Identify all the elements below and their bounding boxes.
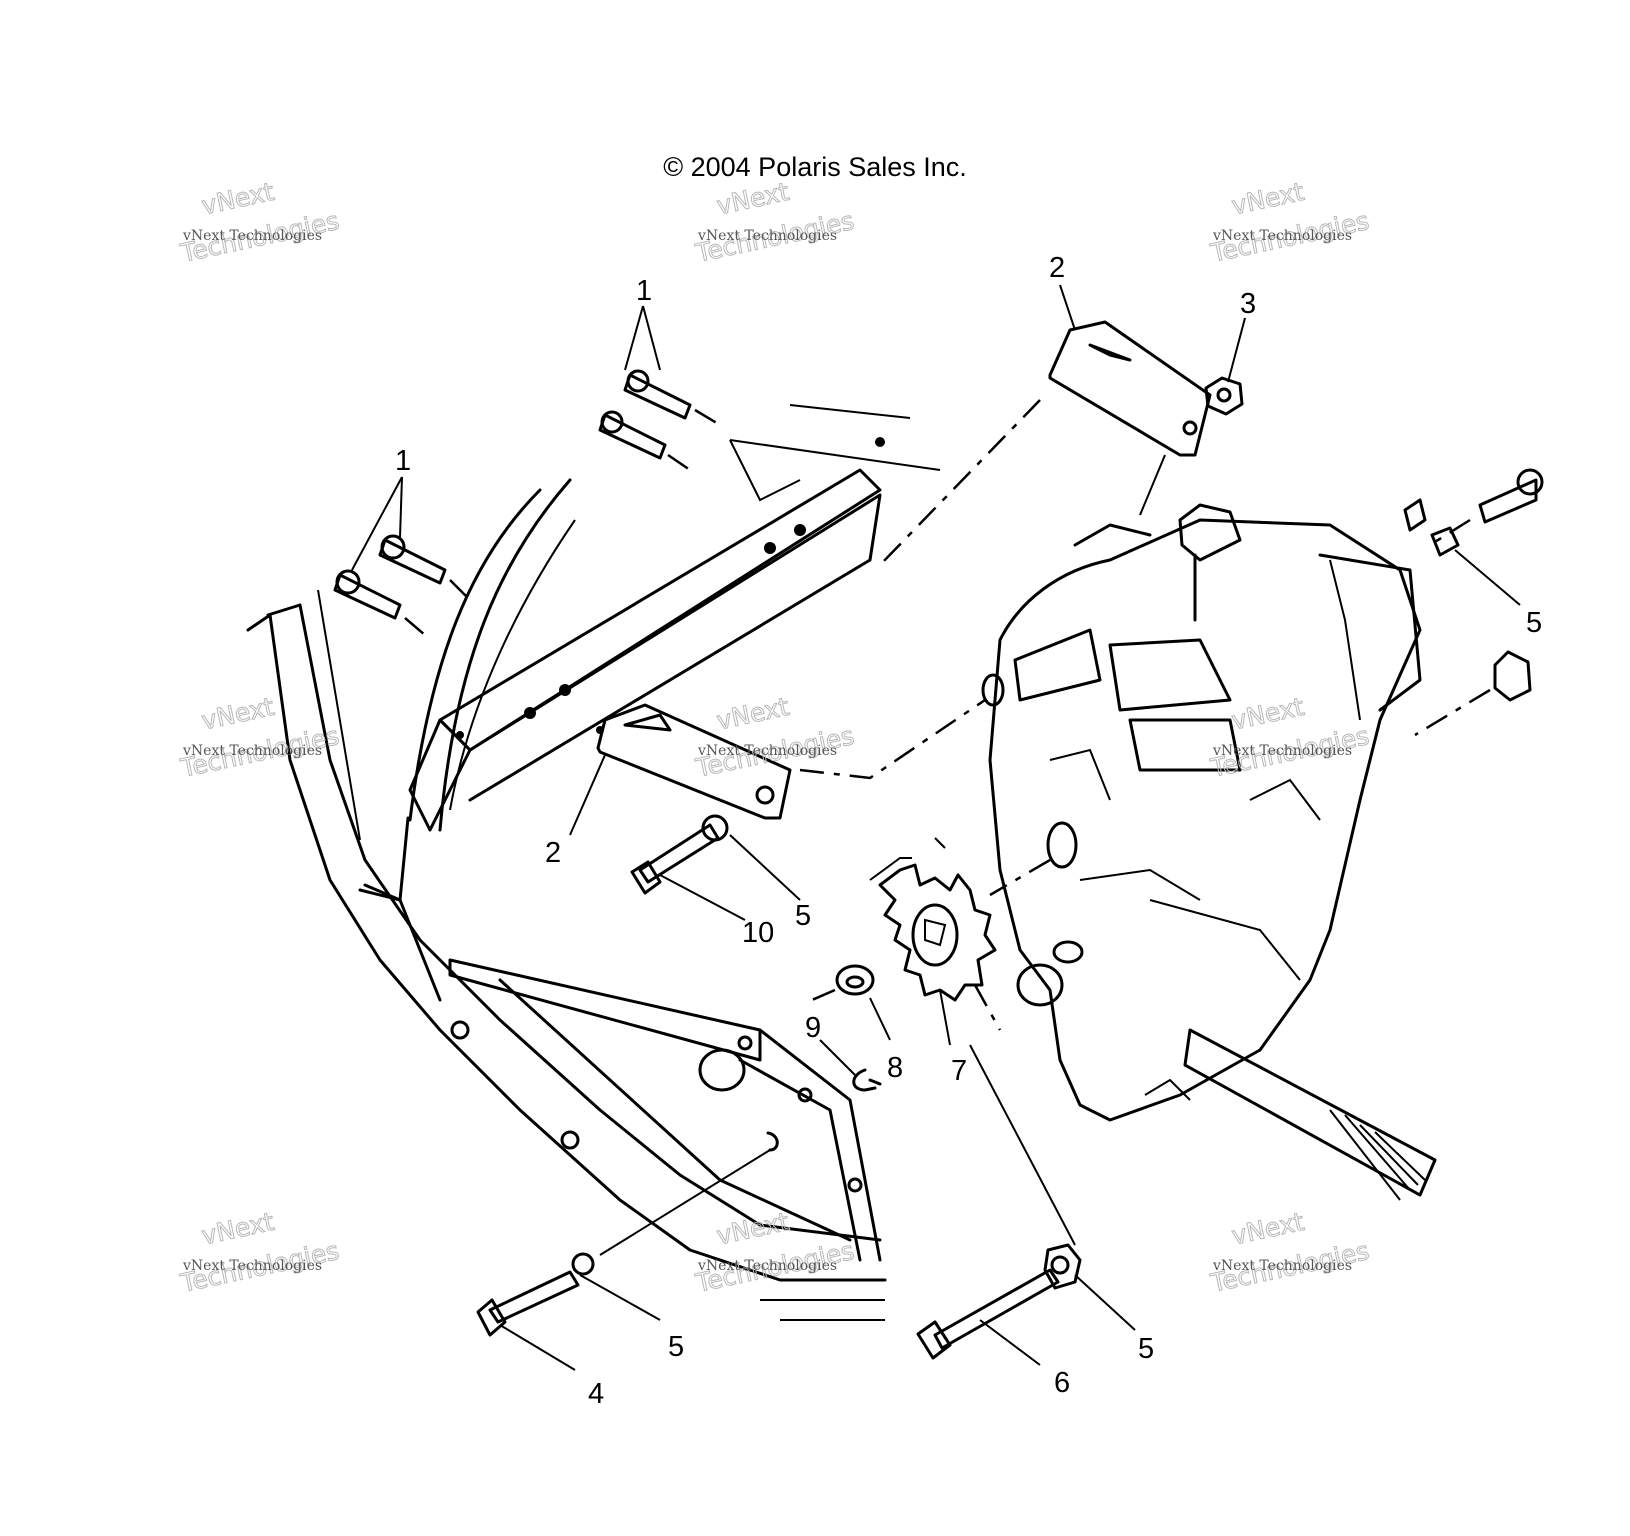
watermark: vNext Technologies bbox=[1207, 176, 1372, 268]
watermark: vNext Technologies bbox=[1207, 1206, 1372, 1298]
svg-text:vNext: vNext bbox=[714, 1207, 792, 1251]
copyright-notice: © 2004 Polaris Sales Inc. bbox=[663, 152, 967, 182]
watermark: vNext Technologies bbox=[692, 176, 857, 268]
watermark-company: vNext Technologies bbox=[1212, 743, 1352, 759]
watermark-company: vNext Technologies bbox=[1212, 228, 1352, 244]
watermark-company: vNext Technologies bbox=[697, 743, 837, 759]
callout-5-bracket: 5 bbox=[795, 900, 811, 932]
svg-text:vNext: vNext bbox=[714, 692, 792, 736]
callout-5-right: 5 bbox=[1526, 607, 1542, 639]
callout-3: 3 bbox=[1240, 288, 1256, 320]
sprocket-7 bbox=[869, 837, 1002, 1031]
callout-9: 9 bbox=[805, 1012, 821, 1044]
callout-5-bolt6: 5 bbox=[1138, 1333, 1154, 1365]
bracket-2-upper bbox=[879, 320, 1212, 566]
watermark: vNext Technologies bbox=[177, 1206, 342, 1298]
bolt-6 bbox=[916, 1243, 1082, 1360]
callout-10: 10 bbox=[742, 917, 774, 949]
watermark: vNext Technologies bbox=[692, 691, 857, 783]
transmission-case bbox=[981, 498, 1427, 1122]
watermark-layer: vNext Technologies vNext Technologies vN… bbox=[177, 176, 1372, 1298]
watermark-company: vNext Technologies bbox=[1212, 1258, 1352, 1274]
callout-5-bolt4: 5 bbox=[668, 1331, 684, 1363]
watermark: vNext Technologies bbox=[692, 1206, 857, 1298]
clip-9 bbox=[852, 1068, 882, 1092]
watermark-company: vNext Technologies bbox=[182, 743, 322, 759]
watermark: vNext Technologies bbox=[1207, 691, 1372, 783]
callout-8: 8 bbox=[887, 1052, 903, 1084]
exploded-parts-diagram: 1 1 2 2 3 5 5 5 5 10 9 8 7 4 6 vNext Tec… bbox=[177, 176, 1544, 1410]
watermark-company: vNext Technologies bbox=[182, 1258, 322, 1274]
washer-8 bbox=[811, 964, 875, 1002]
bracket-2-lower bbox=[596, 698, 986, 820]
watermark-company: vNext Technologies bbox=[697, 1258, 837, 1274]
watermark: vNext Technologies bbox=[177, 691, 342, 783]
callout-labels: 1 1 2 2 3 5 5 5 5 10 9 8 7 4 6 bbox=[395, 252, 1542, 1410]
svg-text:vNext: vNext bbox=[199, 1207, 277, 1251]
right-bolt bbox=[1414, 468, 1544, 737]
watermark-company: vNext Technologies bbox=[697, 228, 837, 244]
svg-text:vNext: vNext bbox=[199, 692, 277, 736]
svg-text:vNext: vNext bbox=[199, 177, 277, 221]
svg-text:vNext: vNext bbox=[1229, 692, 1307, 736]
callout-7: 7 bbox=[951, 1055, 967, 1087]
chassis-frame bbox=[246, 404, 941, 1321]
callout-4: 4 bbox=[588, 1378, 604, 1410]
bolt-4 bbox=[476, 1131, 779, 1337]
leader-lines bbox=[351, 284, 1521, 1371]
watermark: vNext Technologies bbox=[177, 176, 342, 268]
svg-text:vNext: vNext bbox=[714, 177, 792, 221]
callout-6: 6 bbox=[1054, 1367, 1070, 1399]
watermark-company: vNext Technologies bbox=[182, 228, 322, 244]
nut-3 bbox=[1204, 376, 1244, 416]
bolt-1-upper-pair bbox=[598, 369, 721, 472]
output-shaft bbox=[1183, 1028, 1437, 1201]
callout-1-lower: 1 bbox=[395, 445, 411, 477]
callout-2-lower: 2 bbox=[545, 837, 561, 869]
bolt-10 bbox=[630, 814, 729, 895]
callout-1-upper: 1 bbox=[636, 275, 652, 307]
callout-2-upper: 2 bbox=[1049, 252, 1065, 284]
bolt-1-lower-pair bbox=[333, 534, 471, 636]
svg-text:vNext: vNext bbox=[1229, 1207, 1307, 1251]
svg-text:vNext: vNext bbox=[1229, 177, 1307, 221]
